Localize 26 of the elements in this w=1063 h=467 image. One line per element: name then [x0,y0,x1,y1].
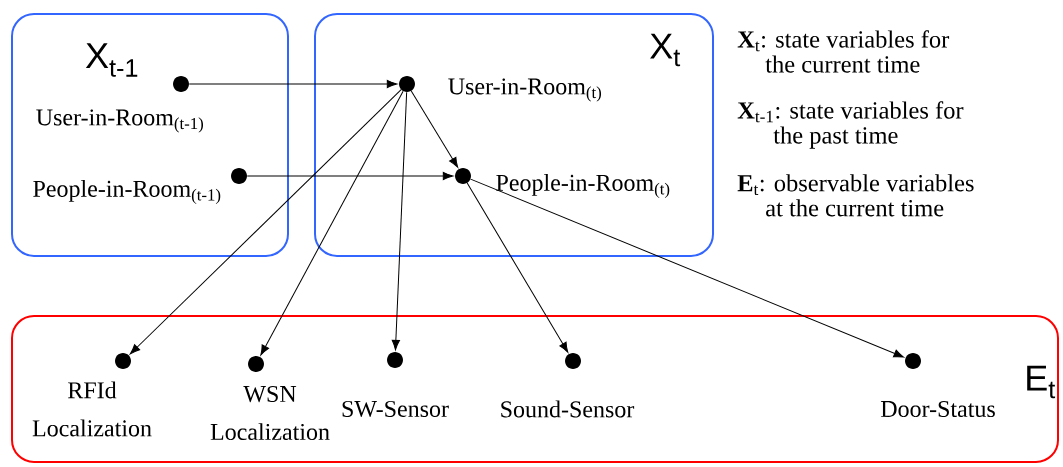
arrow [129,89,402,355]
node-label: RFId Localization [32,381,152,437]
definition-text: X$_{t-1}$: state variables for the past time [737,101,964,149]
arrow [391,91,408,351]
arrow [410,90,459,168]
definition-text: X$_{t}$: state variables for the current time [737,30,950,73]
node-label: WSN Localization [210,385,330,441]
node-dot [905,353,921,369]
node-label: People-in-Room$_{(t-1)}$ [33,180,221,204]
definition-text: E$_{t}$: observable variables at the current time [737,174,974,217]
arrow [466,182,569,353]
arrow [246,171,454,181]
node-dot [115,353,131,369]
node-label: User-in-Room$_{(t-1)}$ [36,109,204,133]
node-dot [231,168,247,184]
node-label: People-in-Room$_{(t)}$ [496,174,670,198]
node-label: User-in-Room$_{(t)}$ [448,78,602,102]
node-dot [173,76,189,92]
arrow [260,90,404,356]
node-label: Door-Status [880,400,995,418]
arrow [188,79,398,89]
node-dot [565,353,581,369]
node-label: Sound-Sensor [501,400,635,418]
arrow [470,178,904,358]
node-dot [248,356,264,372]
node-label: SW-Sensor [342,400,449,418]
